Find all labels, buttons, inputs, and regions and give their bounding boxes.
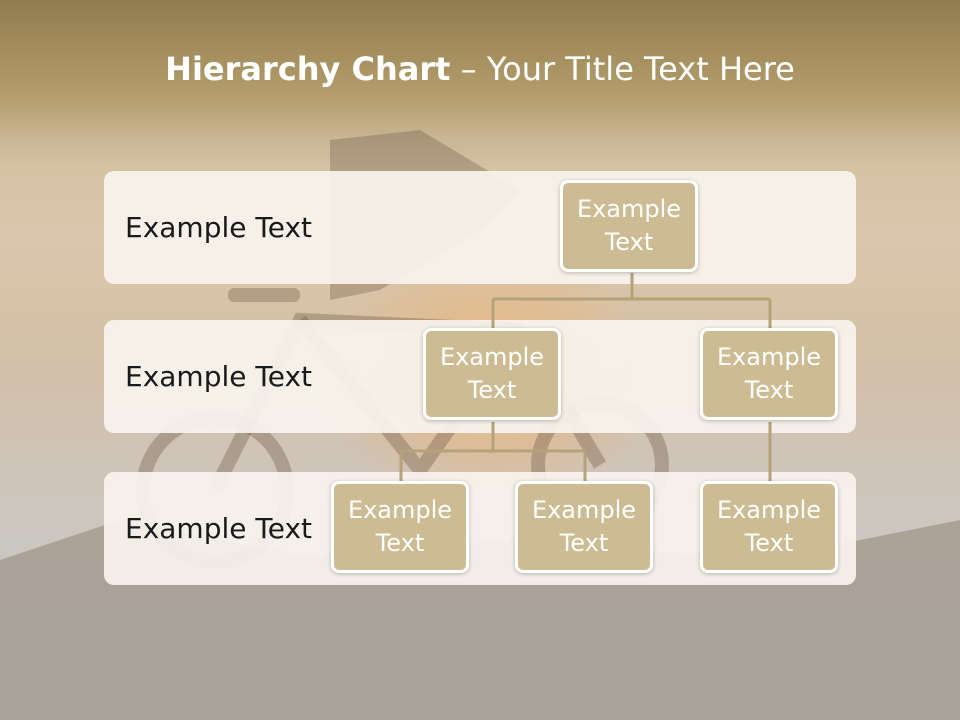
node-level3-2[interactable]: Example Text — [515, 481, 653, 573]
hierarchy-row-1: Example Text — [104, 171, 856, 284]
row-label: Example Text — [125, 211, 313, 244]
row-label: Example Text — [125, 512, 313, 545]
node-level3-3[interactable]: Example Text — [700, 481, 838, 573]
node-level3-1[interactable]: Example Text — [331, 481, 469, 573]
node-level2-right[interactable]: Example Text — [700, 328, 838, 420]
node-level2-left[interactable]: Example Text — [423, 328, 561, 420]
title-rest: – Your Title Text Here — [450, 50, 795, 88]
row-label: Example Text — [125, 360, 313, 393]
node-root[interactable]: Example Text — [560, 180, 698, 272]
title-bold: Hierarchy Chart — [165, 50, 451, 88]
connector-root-to-mid — [491, 273, 772, 329]
connector-midleft-to-leaves — [399, 422, 587, 481]
page-title: Hierarchy Chart – Your Title Text Here — [0, 50, 960, 88]
